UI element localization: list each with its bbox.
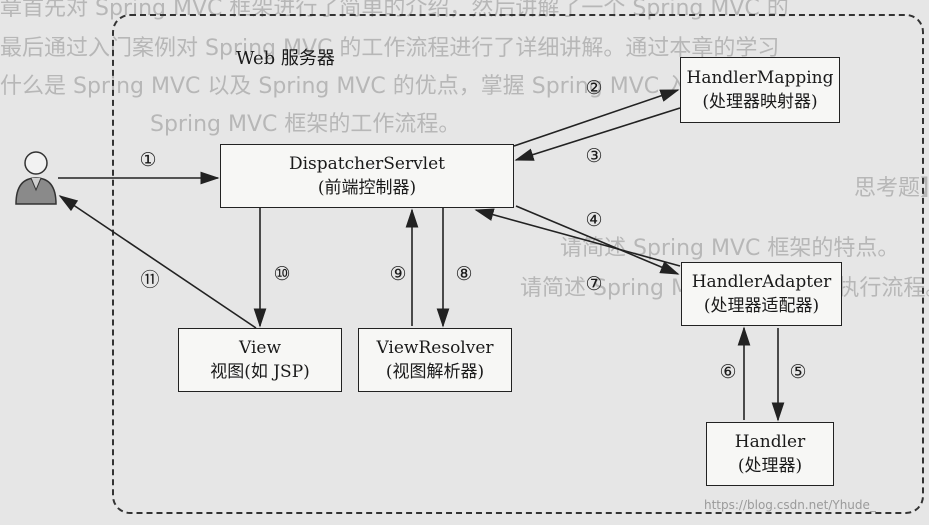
- node-name: View: [238, 338, 282, 358]
- background-text-line: 最后通过入门案例对 Spring MVC 的工作流程进行了详细讲解。通过本章的学…: [0, 36, 780, 61]
- arrow-step-2: [513, 89, 680, 147]
- watermark: https://blog.csdn.net/Yhude_: [704, 498, 876, 512]
- step-label-9: ⑨: [389, 263, 407, 285]
- handler-box: Handler (处理器): [706, 422, 834, 486]
- step-label-6: ⑥: [719, 361, 737, 383]
- step-label-1: ①: [139, 149, 157, 171]
- step-label-2: ②: [585, 77, 603, 99]
- arrow-step-4: [474, 208, 681, 267]
- arrow-step-3: [514, 107, 681, 161]
- step-label-8: ⑧: [455, 263, 473, 285]
- step-label-7: ⑦: [585, 273, 603, 295]
- step-label-10: ⑩: [273, 263, 291, 285]
- step-label-4: ④: [585, 209, 603, 231]
- arrow-step-7: [515, 205, 680, 275]
- view-resolver-box: ViewResolver (视图解析器): [358, 328, 512, 392]
- node-desc: (处理器): [737, 456, 803, 476]
- node-desc: 视图(如 JSP): [210, 362, 310, 382]
- step-label-3: ③: [585, 145, 603, 167]
- user-icon: [15, 151, 57, 205]
- node-desc: (视图解析器): [385, 362, 485, 382]
- node-name: ViewResolver: [376, 338, 494, 358]
- step-label-11: ⑪: [140, 269, 160, 291]
- step-label-5: ⑤: [789, 361, 807, 383]
- node-name: HandlerMapping: [686, 68, 834, 88]
- handler-mapping-box: HandlerMapping (处理器映射器): [680, 57, 840, 123]
- node-desc: (前端控制器): [317, 178, 417, 198]
- node-name: Handler: [734, 432, 806, 452]
- handler-adapter-box: HandlerAdapter (处理器适配器): [681, 262, 842, 326]
- node-desc: (处理器映射器): [702, 92, 818, 112]
- node-name: HandlerAdapter: [691, 272, 832, 292]
- background-text-line: 什么是 Spring MVC 以及 Spring MVC 的优点，掌握 Spri…: [0, 74, 777, 99]
- background-text-line: Spring MVC 框架的工作流程。: [150, 112, 461, 137]
- web-server-frame: [112, 14, 924, 514]
- node-desc: (处理器适配器): [703, 296, 820, 316]
- web-server-label: Web 服务器: [236, 48, 335, 69]
- dispatcher-servlet-box: DispatcherServlet (前端控制器): [220, 144, 514, 208]
- background-text-line: 思考题】: [854, 176, 929, 201]
- arrow-step-11: [58, 195, 257, 329]
- view-box: View 视图(如 JSP): [178, 328, 342, 392]
- node-name: DispatcherServlet: [288, 154, 446, 174]
